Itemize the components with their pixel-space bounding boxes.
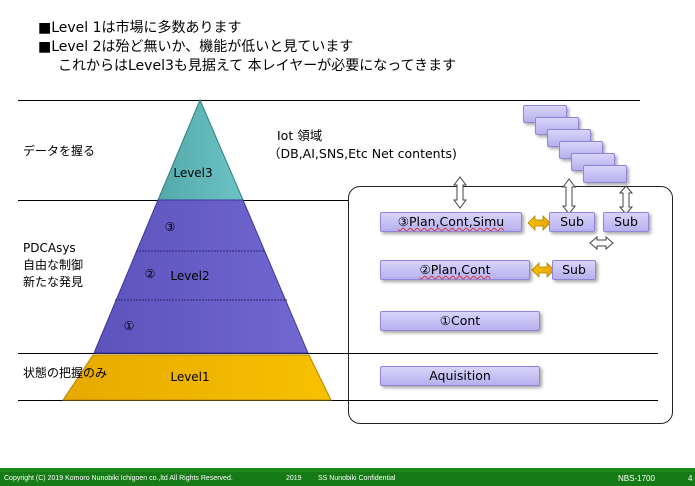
label-data-grasp: データを握る <box>23 144 96 158</box>
box-aquisition: Aquisition <box>380 366 540 386</box>
pyramid-level2-label: Level2 <box>170 269 210 283</box>
divider-level2 <box>18 353 658 354</box>
footer-confidential: SS Nunobiki Confidential <box>318 475 396 482</box>
divider-top <box>18 100 640 101</box>
pyramid-bottom-tier <box>62 354 332 401</box>
footer-rule <box>0 468 695 472</box>
label-pdcasys: PDCAsys <box>23 241 76 255</box>
yellow-arrow-row3-icon <box>527 215 551 231</box>
double-arrow-iot-icon <box>453 176 467 209</box>
box-sub-row3-2-label: Sub <box>614 214 638 229</box>
layer-frame <box>348 186 673 424</box>
box-plan-cont-label: ②Plan,Cont <box>419 262 491 277</box>
divider-level1 <box>18 400 658 401</box>
iot-card-6 <box>583 165 627 183</box>
double-arrow-card-right-icon <box>618 185 634 215</box>
box-cont-label: ①Cont <box>439 313 481 328</box>
footer-doc-id: NBS-1700 <box>618 474 655 483</box>
yellow-arrow-row2-icon <box>531 262 555 278</box>
footer-copyright: Copyright (C) 2019 Komoro Nunobiki Ichig… <box>4 475 233 482</box>
pyramid-level1-label: Level1 <box>170 370 210 384</box>
bullet-level2: ■Level 2は殆ど無いか、機能が低いと見ています <box>38 39 354 55</box>
bullet-continuation: これからはLevel3も見据えて 本レイヤーが必要になってきます <box>58 58 457 74</box>
box-aquisition-label: Aquisition <box>429 368 491 383</box>
bullet-level1: ■Level 1は市場に多数あります <box>38 20 242 36</box>
box-sub-row3-1: Sub <box>549 212 595 232</box>
iot-subtitle: （DB,AI,SNS,Etc Net contents) <box>268 146 457 161</box>
label-new-discovery: 新たな発見 <box>23 275 84 289</box>
pyramid-mark1: ① <box>123 319 135 333</box>
label-state-only: 状態の把握のみ <box>23 366 108 380</box>
footer-year: 2019 <box>286 475 302 482</box>
double-arrow-card-left-icon <box>562 178 576 215</box>
label-free-control: 自由な制御 <box>23 258 84 272</box>
pyramid-mark3: ③ <box>164 220 176 234</box>
footer-page-number: 4 <box>688 474 693 483</box>
pyramid-mark2: ② <box>144 267 156 281</box>
footer-bar: Copyright (C) 2019 Komoro Nunobiki Ichig… <box>0 472 695 486</box>
pyramid-level3-label: Level3 <box>173 166 213 180</box>
box-plan-cont: ②Plan,Cont <box>380 260 530 280</box>
box-sub-row3-2: Sub <box>603 212 649 232</box>
box-sub-row2: Sub <box>552 260 596 280</box>
iot-title: Iot 領域 <box>277 128 323 143</box>
pyramid-middle-tier <box>93 199 309 354</box>
double-arrow-subs-icon <box>589 235 614 251</box>
box-plan-cont-simu-label: ③Plan,Cont,Simu <box>397 214 505 229</box>
box-sub-row2-label: Sub <box>562 262 586 277</box>
box-cont: ①Cont <box>380 311 540 331</box>
box-plan-cont-simu: ③Plan,Cont,Simu <box>380 212 522 232</box>
box-sub-row3-1-label: Sub <box>560 214 584 229</box>
